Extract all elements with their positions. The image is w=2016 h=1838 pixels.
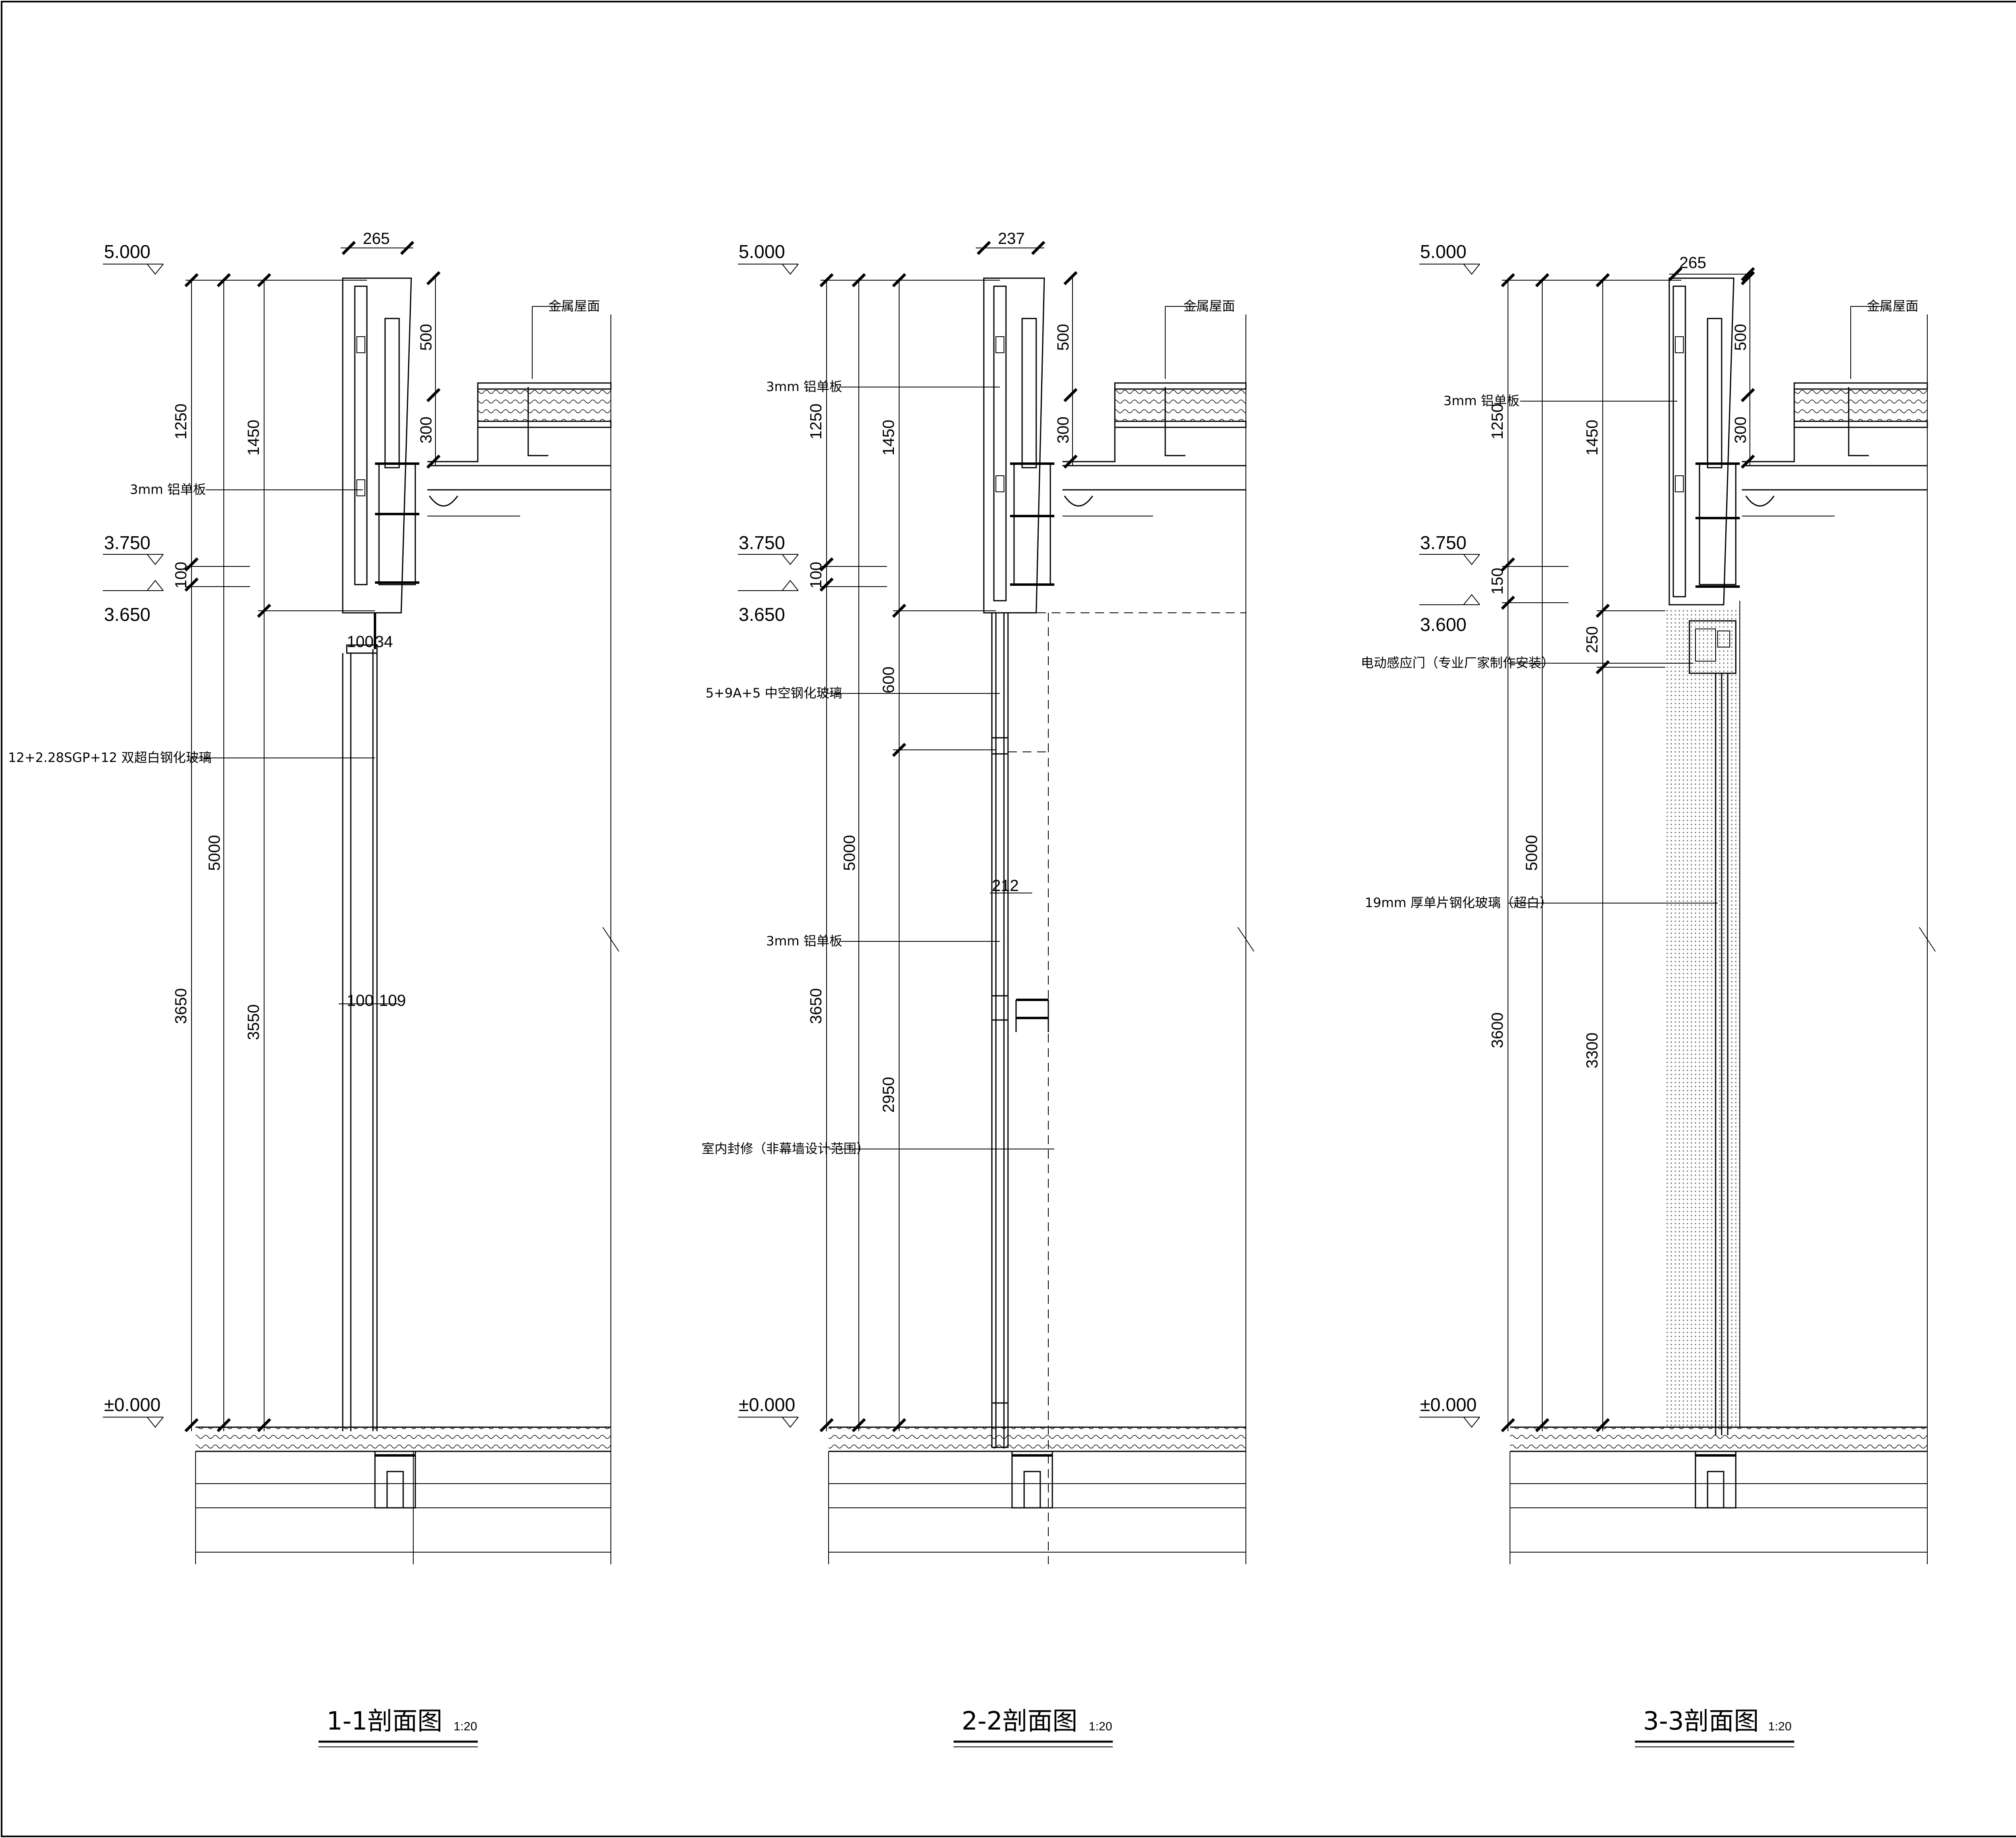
elevation-label: ±0.000 (739, 1394, 795, 1415)
dim-500: 500 (1054, 324, 1072, 351)
dim-300: 300 (1732, 416, 1749, 443)
dim-1450: 1450 (1583, 420, 1601, 456)
dim-600: 600 (880, 666, 898, 693)
dim-1450: 1450 (245, 420, 262, 456)
elevation-marker-5000: 5.000 (1419, 241, 1480, 275)
section-scale: 1:20 (454, 1720, 477, 1733)
elevation-label: 3.750 (104, 532, 150, 553)
dim-100: 100 (172, 562, 190, 589)
elevation-marker-0000: ±0.000 (1419, 1394, 1480, 1428)
label-aluminum-panel: 3mm 铝单板 (130, 482, 206, 497)
dim-1250: 1250 (172, 404, 190, 439)
dim-300: 300 (417, 416, 435, 443)
dim-34: 34 (375, 633, 393, 651)
section-title: 2-2剖面图 (962, 1706, 1077, 1736)
elevation-marker-3600: 3.600 (1419, 594, 1480, 635)
dim-1450: 1450 (880, 420, 898, 456)
elevation-label: 5.000 (1420, 241, 1466, 262)
dim-5000: 5000 (206, 835, 223, 871)
dim-500: 500 (1732, 324, 1749, 351)
dim-1250: 1250 (807, 404, 825, 439)
dim-100-a: 100 (347, 633, 374, 651)
door-glass-zone (1665, 609, 1740, 1427)
dim-3650: 3650 (172, 988, 190, 1024)
dim-5000: 5000 (1523, 835, 1541, 871)
elevation-label: 5.000 (104, 241, 150, 262)
elevation-marker-3650: 3.650 (738, 580, 799, 625)
elevation-marker-5000: 5.000 (738, 241, 799, 275)
section-3-3: 5.000 3.750 3.600 ±0.000 (1361, 241, 1936, 1564)
dim-3600: 3600 (1489, 1012, 1506, 1048)
dim-100-b: 100 (347, 992, 374, 1010)
title-3-3: 3-3剖面图 1:20 (1635, 1706, 1794, 1747)
dim-top-width: 265 (1679, 254, 1706, 272)
elevation-label: ±0.000 (104, 1394, 160, 1415)
elevation-label: 3.750 (1420, 532, 1466, 553)
elevation-label: 3.650 (104, 604, 150, 625)
elevation-label: 3.750 (739, 532, 785, 553)
elevation-marker-3750: 3.750 (738, 532, 799, 565)
elevation-marker-0000: ±0.000 (738, 1394, 799, 1428)
label-aluminum-panel-top: 3mm 铝单板 (766, 379, 842, 394)
elevation-marker-0000: ±0.000 (103, 1394, 164, 1428)
label-metal-roof: 金属屋面 (548, 298, 600, 314)
section-scale: 1:20 (1768, 1720, 1791, 1733)
label-metal-roof: 金属屋面 (1183, 298, 1235, 314)
section-1-1: 5.000 3.750 3.650 ±0.000 (8, 230, 619, 1564)
dim-300: 300 (1054, 416, 1072, 443)
title-1-1: 1-1剖面图 1:20 (319, 1706, 478, 1747)
label-insulated-glass: 5+9A+5 中空钢化玻璃 (706, 685, 842, 701)
elevation-marker-3750: 3.750 (103, 532, 164, 565)
dim-250: 250 (1583, 626, 1601, 653)
dim-100: 100 (807, 562, 825, 589)
dim-500: 500 (417, 324, 435, 351)
elevation-marker-3750: 3.750 (1419, 532, 1480, 565)
dim-3650: 3650 (807, 988, 825, 1024)
dim-212: 212 (992, 877, 1019, 895)
dim-3300: 3300 (1583, 1032, 1601, 1068)
label-aluminum-panel-mid: 3mm 铝单板 (766, 933, 842, 949)
label-metal-roof: 金属屋面 (1867, 298, 1918, 314)
title-2-2: 2-2剖面图 1:20 (954, 1706, 1113, 1747)
label-aluminum-panel: 3mm 铝单板 (1443, 393, 1520, 408)
dim-top-width: 237 (998, 230, 1025, 248)
elevation-marker-5000: 5.000 (103, 241, 164, 275)
dim-1250: 1250 (1489, 404, 1506, 439)
dim-2950: 2950 (880, 1077, 898, 1113)
dim-150: 150 (1489, 568, 1506, 595)
dim-top-width: 265 (363, 230, 390, 248)
elevation-label: 3.600 (1420, 614, 1466, 635)
elevation-label: 3.650 (739, 604, 785, 625)
elevation-marker-3650: 3.650 (103, 580, 164, 625)
elevation-label: 5.000 (739, 241, 785, 262)
elevation-label: ±0.000 (1420, 1394, 1477, 1415)
dim-5000: 5000 (841, 835, 858, 871)
label-glass-1: 12+2.28SGP+12 双超白钢化玻璃 (8, 750, 212, 765)
section-title: 1-1剖面图 (327, 1706, 442, 1736)
dim-109: 109 (379, 992, 406, 1010)
section-scale: 1:20 (1089, 1720, 1112, 1733)
section-title: 3-3剖面图 (1643, 1706, 1759, 1736)
dim-3550: 3550 (245, 1004, 262, 1040)
section-2-2: 5.000 3.750 3.650 ±0.000 (702, 230, 1254, 1564)
